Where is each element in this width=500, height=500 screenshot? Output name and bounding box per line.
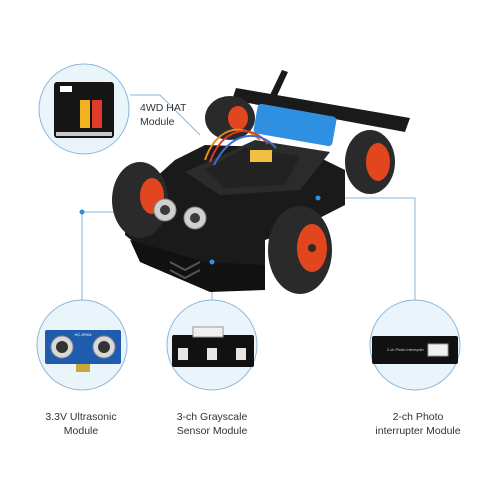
callout-ultrasonic-circle: HC-SR04 [36, 299, 128, 391]
wheel-rear-left [205, 96, 255, 140]
wheel-rear-right [345, 130, 395, 194]
callout-label-ultrasonic: 3.3V Ultrasonic Module [45, 411, 117, 437]
wheel-front-right [268, 206, 332, 294]
callout-grayscale-circle [166, 299, 258, 391]
callout-label-photo: 2-ch Photo interrupter Module [375, 411, 461, 437]
callout-label-grayscale: 3-ch Grayscale Sensor Module [176, 411, 248, 437]
callout-label-hat: 4WD HAT Module [140, 102, 187, 128]
robot-car-image [79, 70, 410, 294]
photo-board-image [372, 336, 458, 364]
callout-hat-circle [38, 63, 130, 155]
line-hat [130, 94, 201, 136]
callout-photo-circle: 2-ch Photo Interrupter [369, 299, 461, 391]
battery-pack [253, 103, 337, 147]
line-photo [318, 197, 416, 300]
ultrasonic-board-text: HC-SR04 [74, 332, 92, 337]
car-ultrasonic [153, 198, 207, 230]
photo-board-text: 2-ch Photo Interrupter [387, 348, 425, 352]
